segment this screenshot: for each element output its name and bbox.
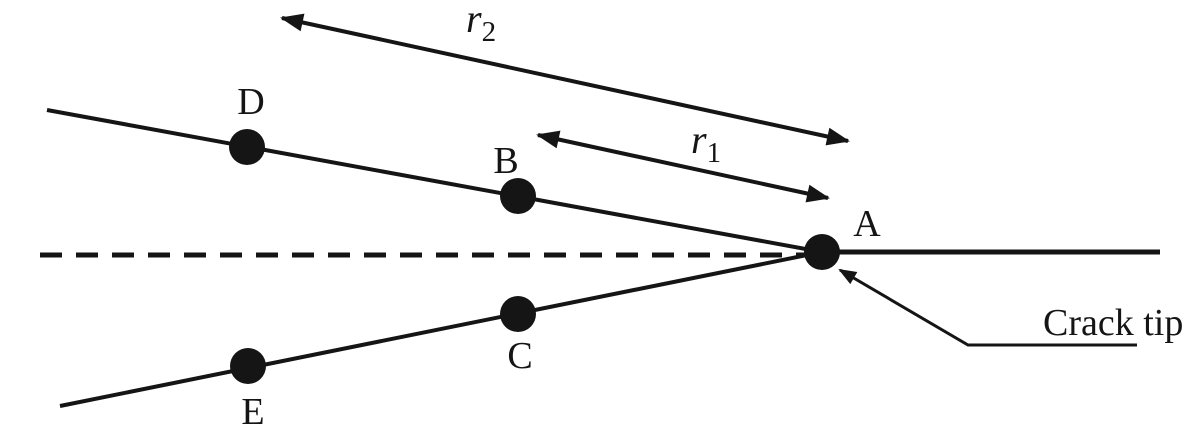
r1-label-base: r — [691, 117, 707, 162]
point-A-dot — [804, 234, 840, 270]
point-E-label: E — [241, 391, 264, 433]
point-E-dot — [230, 348, 266, 384]
point-D-label: D — [237, 81, 264, 123]
point-B-label: B — [493, 140, 518, 182]
point-A-label: A — [853, 203, 881, 245]
crack-tip-annotation-text: Crack tip — [1043, 302, 1183, 344]
point-C-label: C — [507, 335, 532, 377]
r1-label-subscript: 1 — [707, 137, 722, 169]
lower-crack-flank-line — [59, 250, 823, 408]
r2-label: r2 — [466, 0, 496, 48]
point-C-dot — [500, 296, 536, 332]
r2-label-base: r — [466, 0, 482, 41]
r2-dimension-arrow — [280, 13, 850, 146]
point-D-dot — [229, 129, 265, 165]
crack-tip-leader-line — [838, 268, 1137, 347]
r1-label: r1 — [691, 117, 721, 169]
upper-crack-flank-line — [46, 108, 823, 254]
r2-label-subscript: 2 — [482, 16, 497, 48]
r1-dimension-arrow — [536, 130, 830, 203]
point-B-dot — [500, 178, 536, 214]
